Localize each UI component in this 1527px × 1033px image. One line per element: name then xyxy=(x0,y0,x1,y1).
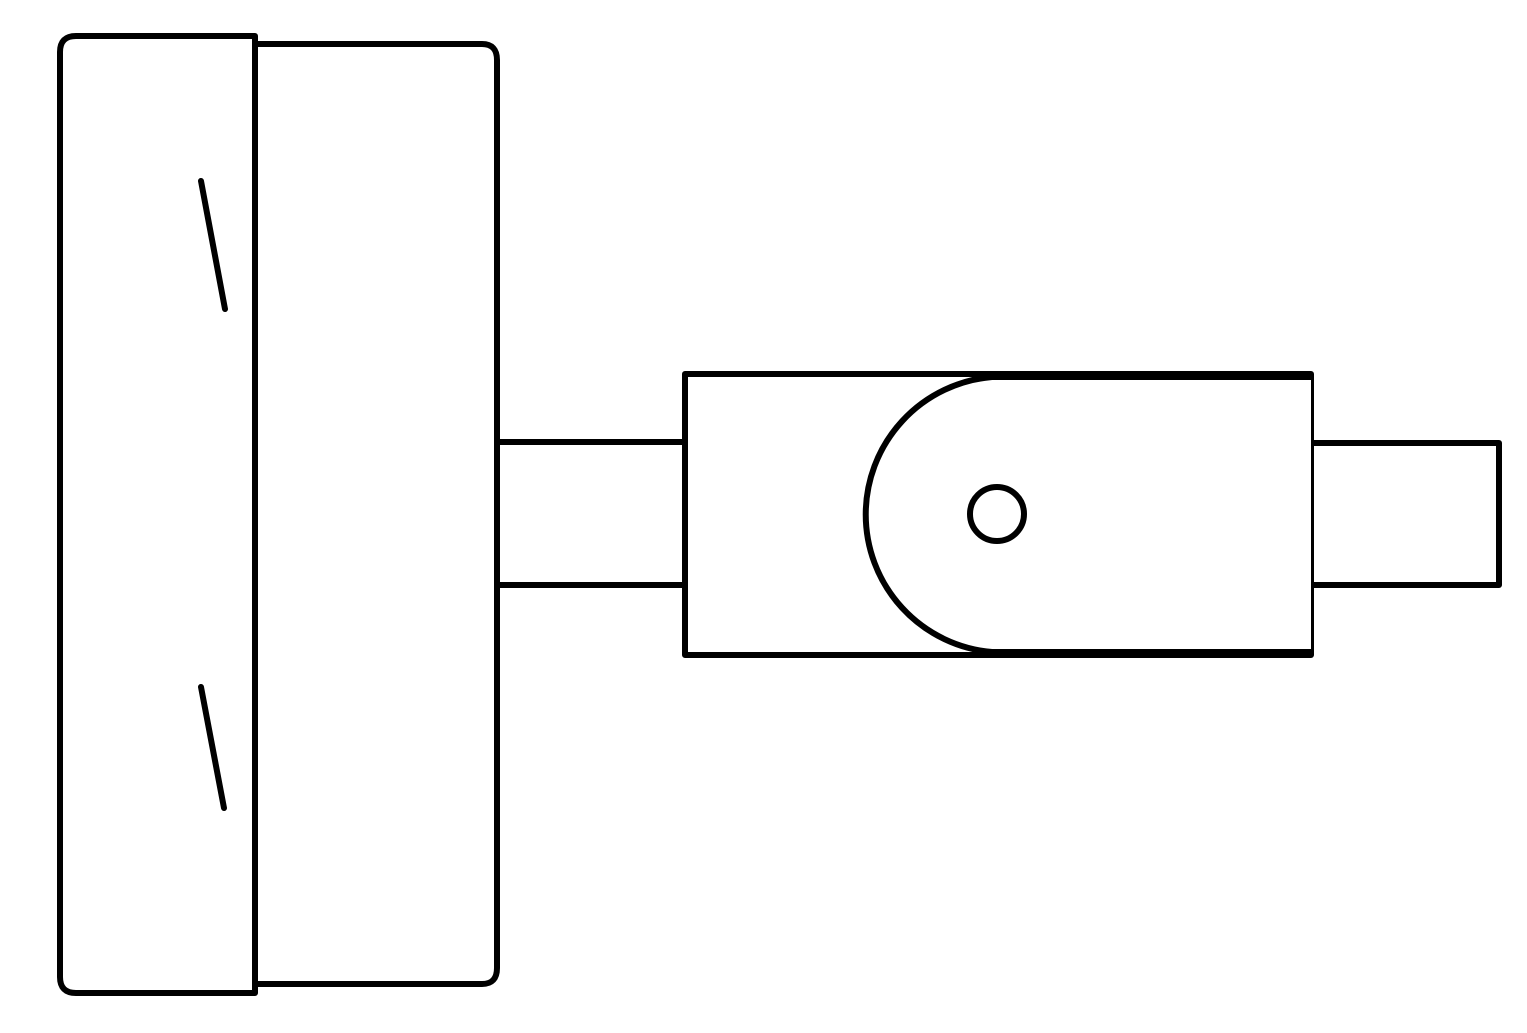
disc-rear-body xyxy=(252,41,500,987)
clevis-tongue xyxy=(862,374,1314,655)
disc-front-face xyxy=(57,33,258,996)
disc-face-mark-lower xyxy=(198,684,227,811)
disc-face-mark-upper xyxy=(198,178,228,312)
input-shaft xyxy=(494,439,688,588)
pivot-pin xyxy=(967,484,1027,544)
output-shaft xyxy=(1308,440,1502,588)
